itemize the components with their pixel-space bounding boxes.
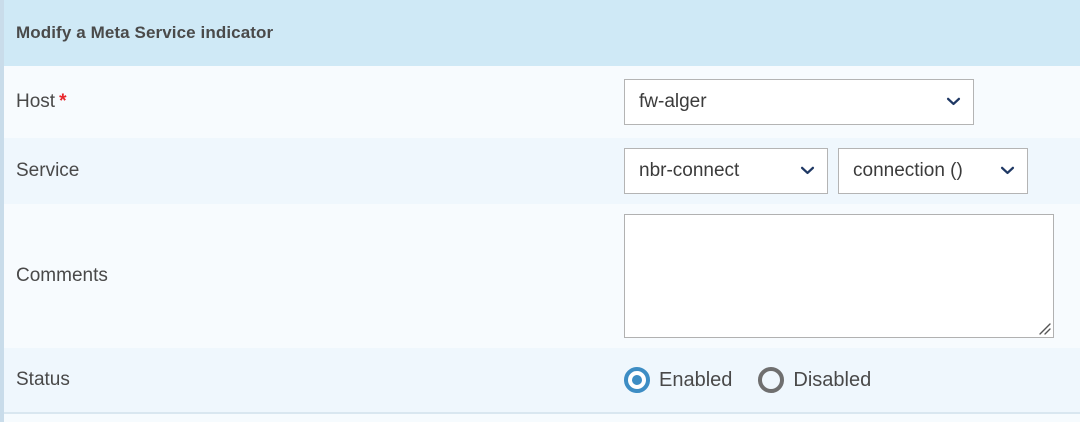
form-row-host: Host* fw-alger	[4, 66, 1080, 138]
service-label: Service	[16, 160, 624, 182]
chevron-down-icon	[800, 163, 815, 178]
status-option-disabled[interactable]: Disabled	[758, 367, 871, 393]
status-radio-group: Enabled Disabled	[624, 367, 871, 393]
host-label: Host*	[16, 91, 624, 113]
comments-label-text: Comments	[16, 265, 108, 286]
page-title: Modify a Meta Service indicator	[16, 23, 274, 42]
radio-selected-icon[interactable]	[624, 367, 650, 393]
form-row-comments: Comments	[4, 204, 1080, 348]
service-label-text: Service	[16, 160, 80, 181]
status-option-enabled[interactable]: Enabled	[624, 367, 732, 393]
radio-unselected-icon[interactable]	[758, 367, 785, 393]
comments-textarea[interactable]	[625, 215, 1053, 337]
host-label-text: Host	[16, 91, 56, 112]
comments-label: Comments	[16, 265, 624, 287]
form-row-service: Service nbr-connect connection ()	[4, 138, 1080, 204]
service-select-value: nbr-connect	[639, 160, 740, 181]
host-field: fw-alger	[624, 79, 1080, 125]
panel-header: Modify a Meta Service indicator	[4, 0, 1080, 66]
metric-select[interactable]: connection ()	[838, 148, 1028, 194]
required-asterisk: *	[59, 91, 67, 112]
status-option-disabled-label: Disabled	[793, 368, 872, 391]
comments-textarea-wrapper[interactable]	[624, 214, 1054, 338]
comments-field	[624, 214, 1080, 338]
chevron-down-icon	[1000, 163, 1015, 178]
status-label-text: Status	[16, 369, 70, 390]
chevron-down-icon	[946, 94, 961, 109]
status-option-enabled-label: Enabled	[659, 368, 733, 391]
form-row-status: Status Enabled Disabled	[4, 348, 1080, 414]
status-label: Status	[16, 369, 624, 391]
host-select[interactable]: fw-alger	[624, 79, 974, 125]
service-select[interactable]: nbr-connect	[624, 148, 828, 194]
status-field: Enabled Disabled	[624, 367, 1080, 393]
host-select-value: fw-alger	[639, 91, 707, 112]
service-field: nbr-connect connection ()	[624, 148, 1080, 194]
metric-select-value: connection ()	[853, 160, 963, 181]
